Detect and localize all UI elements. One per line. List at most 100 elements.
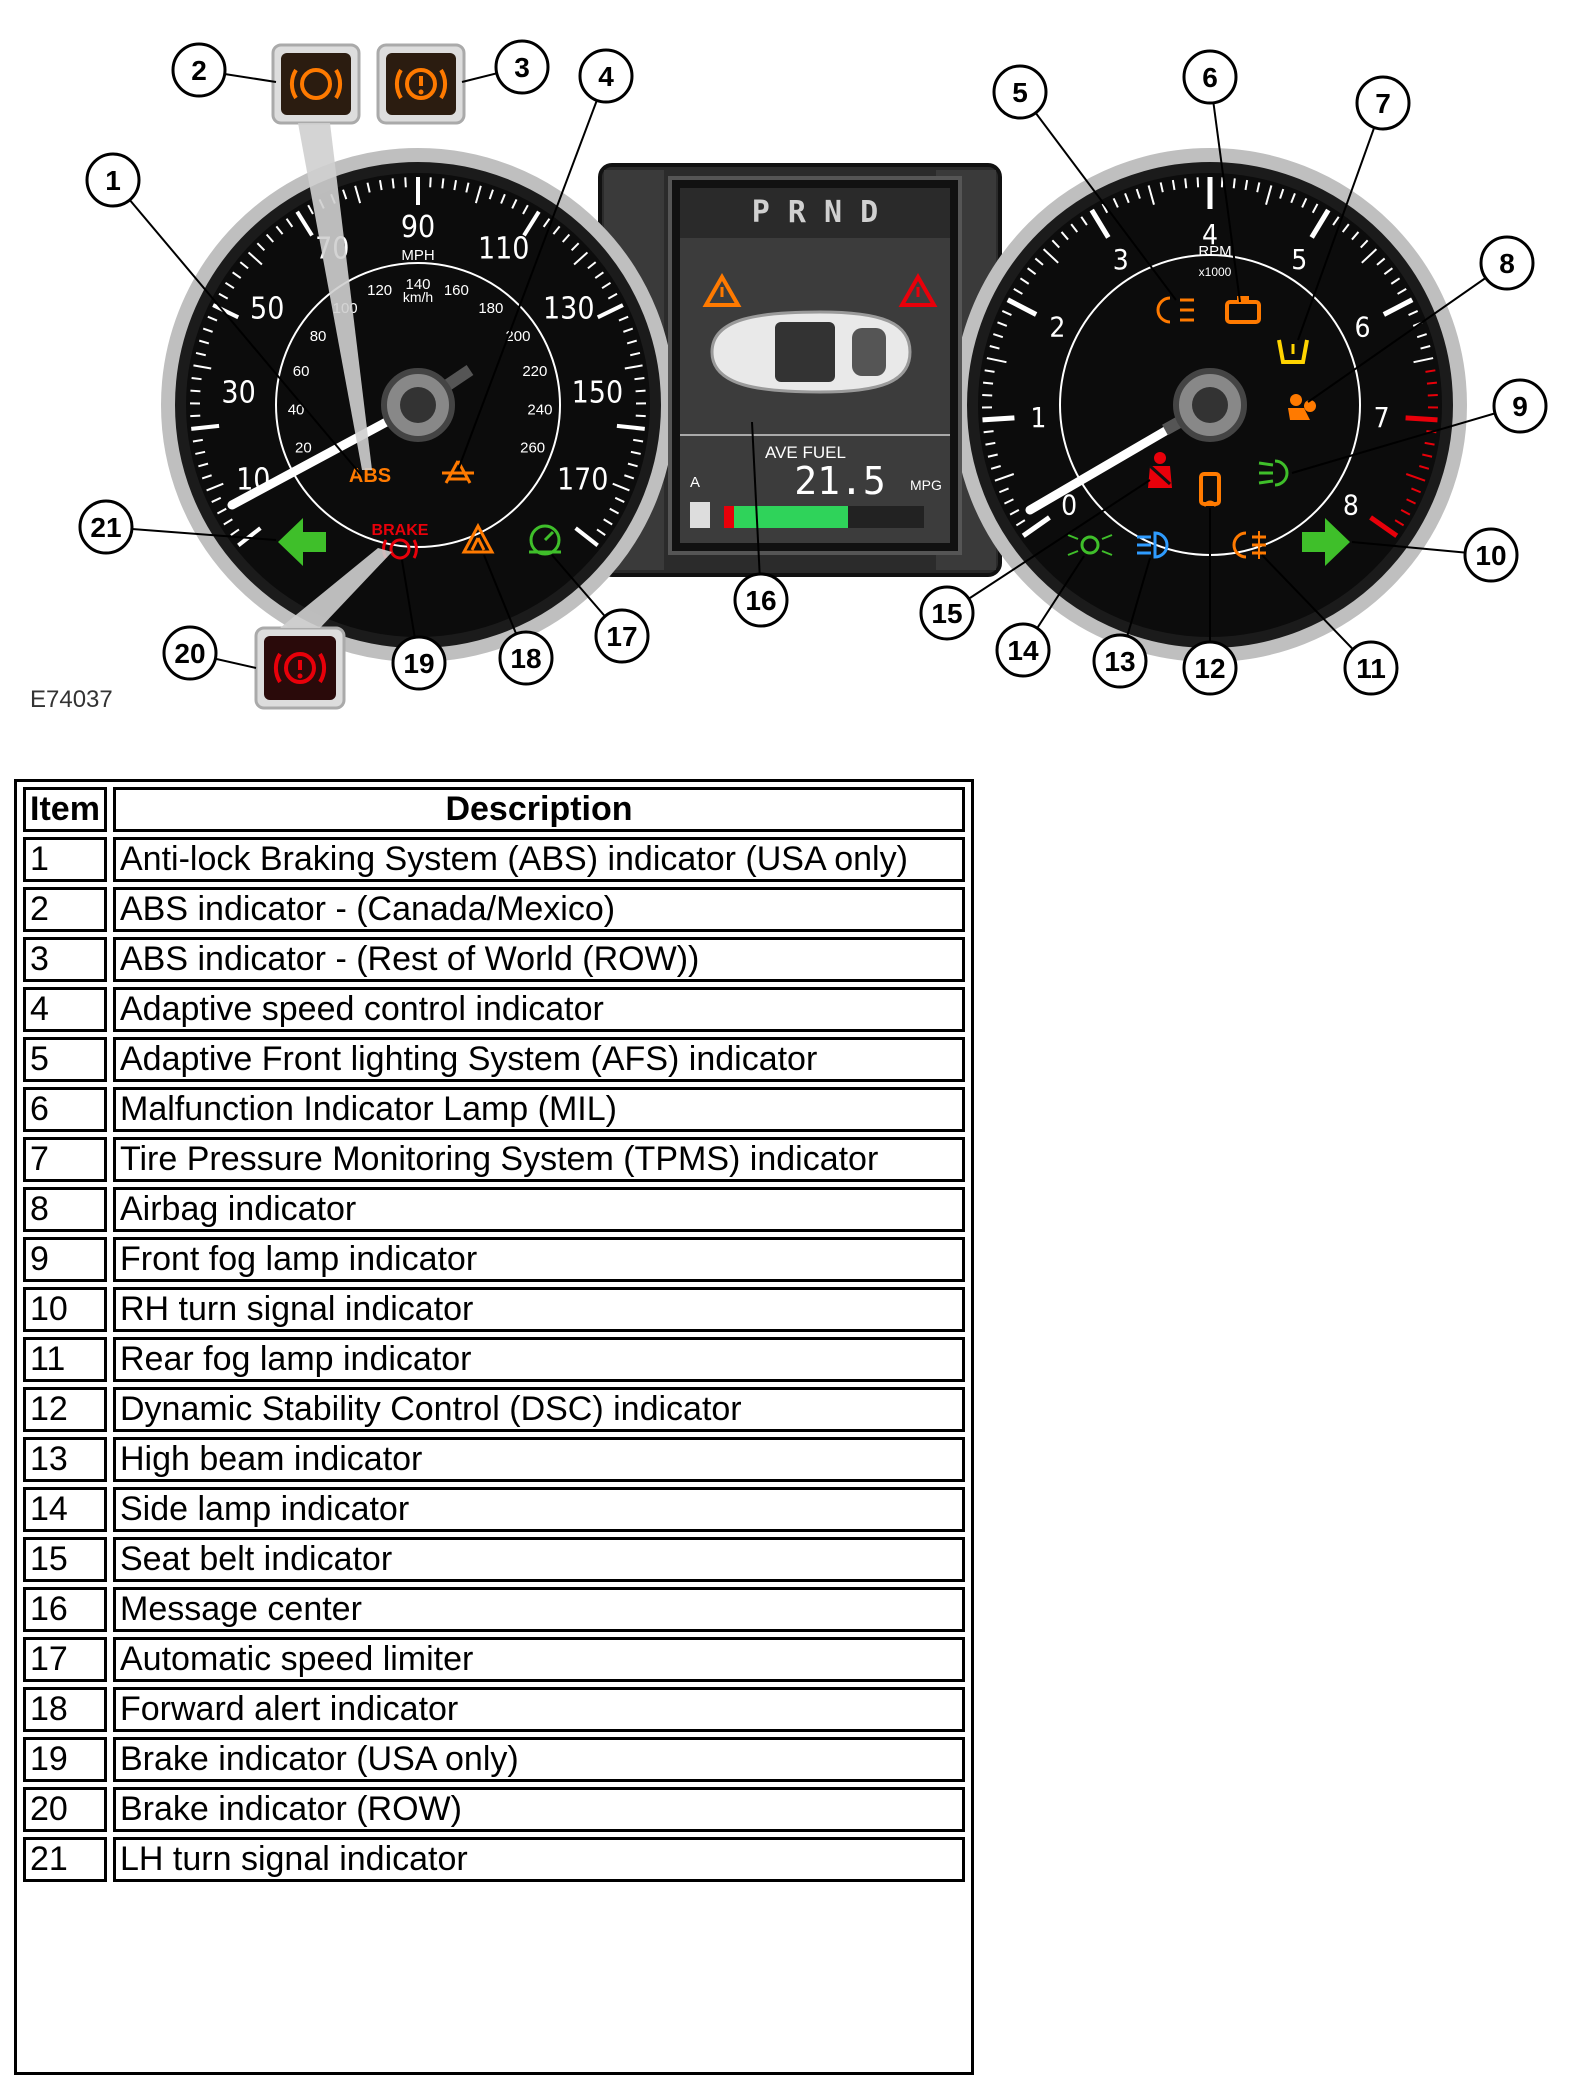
legend-item-number: 7 — [23, 1137, 107, 1182]
speedometer-tick — [195, 351, 206, 357]
speedometer-tick — [366, 182, 371, 193]
tachometer-tick — [1301, 197, 1308, 208]
tachometer-label: 8 — [1343, 489, 1359, 522]
speedometer-tick — [230, 528, 240, 536]
forward-alert-icon — [461, 522, 495, 554]
tachometer-tick — [987, 453, 998, 458]
callout-number: 11 — [1356, 653, 1386, 684]
callout-circle — [162, 625, 218, 681]
callout-leader-line — [1291, 405, 1521, 474]
callout-number: 14 — [1007, 635, 1039, 666]
callout-circle — [733, 572, 789, 628]
tachometer-label: 7 — [1374, 401, 1390, 434]
callout-leader-line — [751, 421, 762, 601]
tachometer-tick — [990, 465, 1001, 470]
speedometer-tick — [391, 178, 395, 189]
tachometer-tick — [998, 487, 1009, 494]
speedometer-tick — [607, 292, 618, 300]
callout-circle — [171, 42, 227, 98]
tachometer-tick — [989, 345, 1000, 350]
speedometer-tick — [623, 327, 634, 333]
car-top-view-icon — [710, 310, 912, 394]
tachometer-tick — [1426, 381, 1438, 385]
speedometer-tick — [624, 474, 635, 480]
speedometer-kmh-label: 40 — [288, 402, 305, 419]
tachometer-tick — [1265, 185, 1273, 205]
speedometer-tick — [354, 185, 362, 204]
speedometer-unit-kmh: km/h — [403, 289, 433, 305]
fuel-pump-icon — [690, 502, 710, 528]
tachometer-tick — [1196, 177, 1200, 188]
speedometer-kmh-label: 20 — [295, 440, 312, 457]
legend-item-number: 10 — [23, 1287, 107, 1332]
legend-item-number: 18 — [23, 1687, 107, 1732]
speedometer-kmh-label: 60 — [293, 363, 310, 380]
speedometer-tick — [212, 303, 240, 320]
callout-number: 9 — [1512, 391, 1528, 422]
speedometer-tick — [573, 251, 589, 266]
speedometer-tick — [202, 327, 213, 333]
speedometer-tick — [218, 292, 229, 300]
callout-leader-line — [112, 179, 363, 477]
callout-leader-line — [1019, 91, 1177, 301]
speedometer-tick — [612, 482, 630, 492]
speedometer-unit-mph: MPH — [401, 247, 434, 264]
speedometer-tick — [285, 218, 294, 228]
callout-circle — [85, 152, 141, 208]
legend-item-description: Adaptive Front lighting System (AFS) ind… — [113, 1037, 965, 1082]
tachometer-tick — [1124, 193, 1130, 204]
tachometer-tick — [1311, 203, 1319, 214]
callout-circle — [1355, 75, 1411, 131]
speedometer-tick — [522, 210, 541, 237]
tachometer-tick — [1413, 357, 1434, 364]
fuel-gauge-fill — [724, 506, 848, 528]
speedometer-mph-labels: 1030507090110130150170 — [221, 210, 623, 498]
speedometer-kmh-label: 140 — [405, 276, 430, 293]
speedometer-mph-label: 50 — [250, 292, 284, 327]
legend-item-number: 2 — [23, 887, 107, 932]
tachometer-tick — [1394, 519, 1405, 527]
speedometer-tick — [295, 210, 314, 237]
fuel-trip: A — [690, 474, 700, 491]
tachometer-tick — [1382, 297, 1414, 317]
speedometer-tick — [223, 518, 233, 526]
legend-item-description: Adaptive speed control indicator — [113, 987, 965, 1032]
callout-circle — [1182, 640, 1238, 696]
legend-item-number: 1 — [23, 837, 107, 882]
tachometer-tick — [1042, 248, 1059, 264]
tachometer-tick — [984, 369, 995, 373]
tachometer-label: 1 — [1030, 401, 1046, 434]
tachometer-label: 2 — [1049, 311, 1065, 344]
brake-lamp-pointer — [280, 548, 392, 628]
speedometer-tick — [275, 225, 284, 235]
speedometer-tick — [206, 482, 224, 492]
tachometer-tick — [1405, 473, 1426, 482]
legend-item-number: 3 — [23, 937, 107, 982]
speedometer-tick — [630, 351, 641, 357]
callout-number: 6 — [1202, 62, 1218, 93]
speedometer-kmh-label: 240 — [527, 402, 552, 419]
legend-item-description: Tire Pressure Monitoring System (TPMS) i… — [113, 1137, 965, 1182]
callout-number: 12 — [1194, 653, 1225, 684]
legend-item-number: 8 — [23, 1187, 107, 1232]
tachometer-tick — [1422, 453, 1433, 458]
tachometer-tick — [1003, 498, 1014, 505]
tachometer-tick — [1383, 267, 1393, 275]
speedometer-tick — [633, 438, 644, 443]
legend-item-description: Seat belt indicator — [113, 1537, 965, 1582]
speedometer-tick — [616, 423, 645, 431]
rh-turn-signal-icon — [1302, 518, 1350, 566]
legend-item-description: RH turn signal indicator — [113, 1287, 965, 1332]
